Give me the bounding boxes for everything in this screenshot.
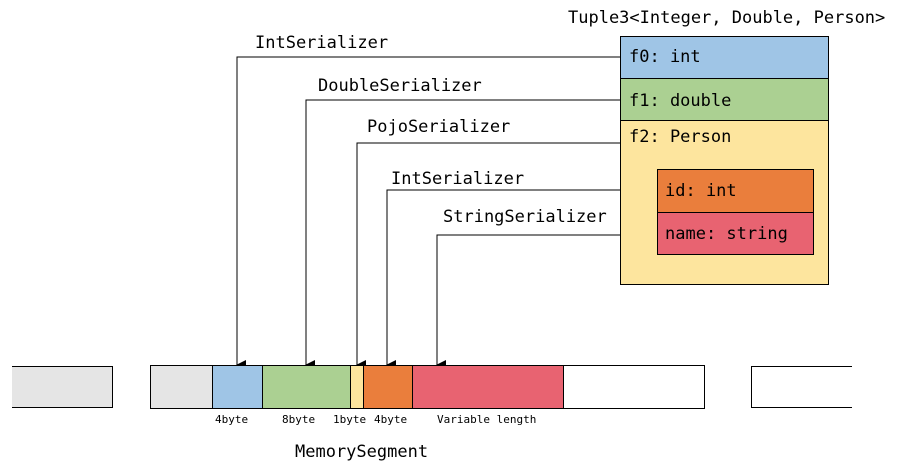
serializer-label-double: DoubleSerializer: [318, 76, 482, 96]
tuple-field-f1: f1: double: [620, 78, 829, 121]
memory-slot-id: [363, 365, 413, 409]
person-field-id: id: int: [657, 169, 814, 213]
serializer-label-string: StringSerializer: [443, 207, 607, 227]
memory-slot-f2-flag: [350, 365, 364, 409]
size-label-f2: 1byte: [333, 413, 367, 426]
serializer-label-pojo: PojoSerializer: [367, 117, 511, 137]
field-label-id: id: int: [665, 181, 737, 201]
memory-slot-f1: [262, 365, 351, 409]
memory-slot-name: [412, 365, 564, 409]
serializer-label-int-id: IntSerializer: [391, 169, 525, 189]
size-label-f1: 8byte: [282, 413, 316, 426]
memory-slot-free: [563, 365, 705, 409]
size-label-name: Variable length: [437, 413, 537, 426]
field-label-f2: f2: Person: [629, 127, 732, 147]
person-field-name: name: string: [657, 212, 814, 255]
serializer-label-int: IntSerializer: [255, 33, 389, 53]
size-label-f0: 4byte: [215, 413, 249, 426]
size-label-id: 4byte: [374, 413, 408, 426]
memory-slot-header: [150, 365, 213, 409]
memory-segment-title: MemorySegment: [295, 442, 429, 462]
field-label-f0: f0: int: [629, 47, 701, 67]
memory-segment-next: [751, 366, 852, 408]
tuple-title: Tuple3<Integer, Double, Person>: [568, 8, 886, 28]
memory-segment-previous: [12, 366, 113, 408]
field-label-name: name: string: [665, 224, 788, 244]
memory-slot-f0: [212, 365, 263, 409]
field-label-f1: f1: double: [629, 91, 732, 111]
tuple-field-f0: f0: int: [620, 36, 829, 79]
